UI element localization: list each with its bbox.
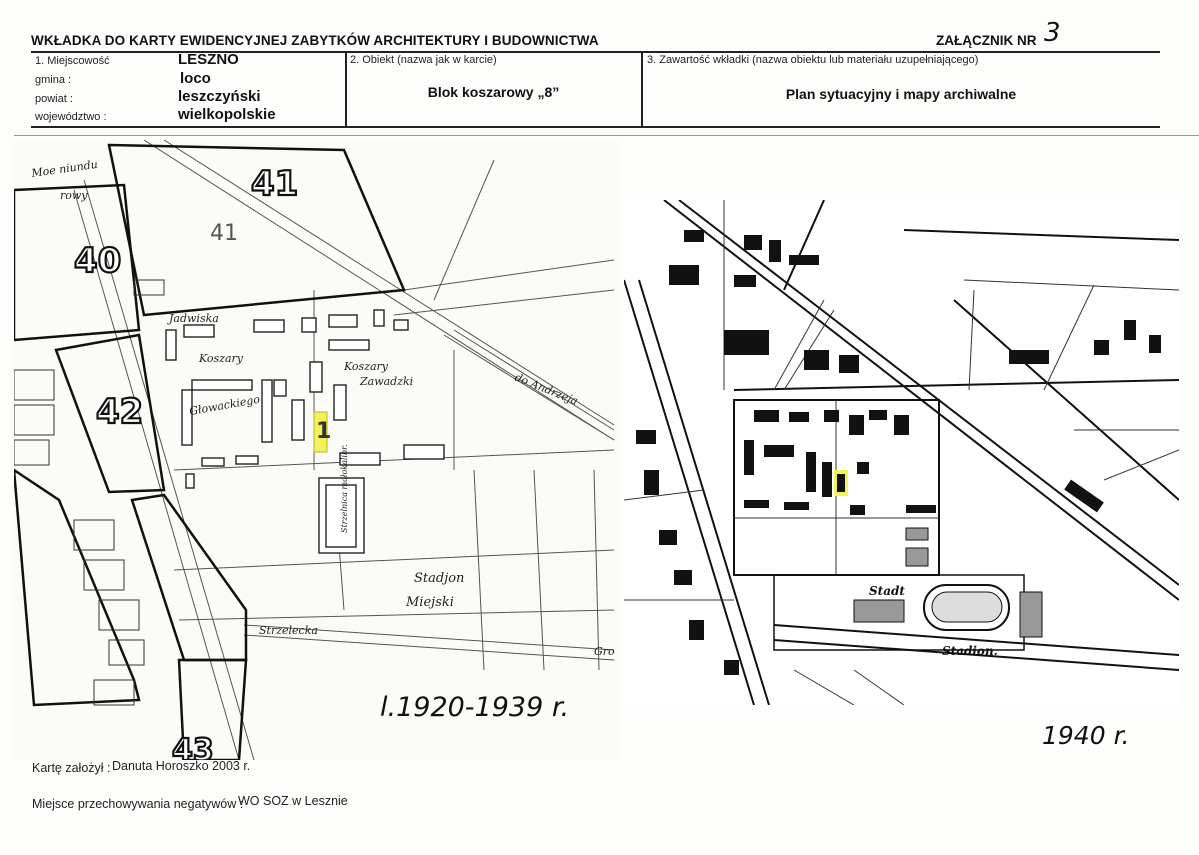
gmina-value: loco xyxy=(180,70,211,87)
contents-name: Plan sytuacyjny i mapy archiwalne xyxy=(785,86,1017,102)
object-name: Blok koszarowy „8” xyxy=(427,84,560,100)
annex-label: ZAŁĄCZNIK NR xyxy=(936,33,1037,48)
object-heading: 2. Obiekt (nazwa jak w karcie) xyxy=(350,54,497,66)
year-caption-right: 1940 r. xyxy=(1042,721,1130,750)
powiat-label: powiat : xyxy=(35,93,73,105)
street-label-bottom: Strzelecka xyxy=(259,624,318,637)
stadium-label-b: Miejski xyxy=(405,595,454,610)
plot-number-40: 40 xyxy=(74,241,121,281)
plot-number-41: 41 xyxy=(251,164,298,204)
header-rule-bottom xyxy=(31,126,1160,128)
map-1920-1939: 40 41 42 43 41 Moe niundu rowy Jadwiska … xyxy=(14,140,620,760)
powiat-value: leszczyński xyxy=(178,88,261,105)
plot-number-42: 42 xyxy=(96,392,143,432)
stadium-label-1940-a: Stadt xyxy=(869,584,905,598)
stadium-label: Stadjon xyxy=(414,571,464,586)
author-value: Danuta Horoszko 2003 r. xyxy=(112,759,251,773)
contents-heading: 3. Zawartość wkładki (nazwa obiektu lub … xyxy=(647,54,979,66)
shooting-range-label: Strzelnica małokalibr. xyxy=(340,444,349,533)
form-title: WKŁADKA DO KARTY EWIDENCYJNEJ ZABYTKÓW A… xyxy=(31,33,599,48)
annex-number: 3 xyxy=(1044,18,1061,48)
building-number-mark: 1 xyxy=(316,419,331,444)
wojewodztwo-label: województwo : xyxy=(35,111,107,123)
header-divider-1 xyxy=(345,51,347,127)
year-caption-left: l.1920-1939 r. xyxy=(380,692,570,723)
street-label-left: rowy xyxy=(60,189,88,202)
wojewodztwo-value: wielkopolskie xyxy=(178,106,276,123)
barracks-label-2: Koszary xyxy=(343,360,389,373)
page-separator xyxy=(14,135,1199,136)
gmina-label: gmina : xyxy=(35,74,72,86)
map-1940-drawing: Stadt Stadion. xyxy=(624,200,1179,705)
stadium-label-1940-b: Stadion. xyxy=(942,644,998,658)
highlighted-building-left xyxy=(313,411,328,453)
town-value: LESZNO xyxy=(178,51,239,68)
map-1940: Stadt Stadion. xyxy=(624,200,1179,705)
storage-value: WO SOZ w Lesznie xyxy=(238,794,348,808)
street-label-bottom-right: Gro xyxy=(594,645,615,658)
plot-number-41-small: 41 xyxy=(210,221,238,246)
header-rule-top xyxy=(31,51,1160,53)
header-divider-2 xyxy=(641,51,643,127)
location-heading: 1. Miejscowość xyxy=(35,55,110,67)
plot-number-43: 43 xyxy=(172,733,214,760)
map-1920-1939-drawing: 40 41 42 43 41 Moe niundu rowy Jadwiska … xyxy=(14,140,620,760)
street-label-mid: Jadwiska xyxy=(167,312,219,325)
author-label: Kartę założył : xyxy=(32,761,111,775)
storage-label: Miejsce przechowywania negatywów : xyxy=(32,797,244,811)
barracks-label-2b: Zawadzki xyxy=(359,375,413,388)
barracks-label-1: Koszary xyxy=(198,352,244,365)
